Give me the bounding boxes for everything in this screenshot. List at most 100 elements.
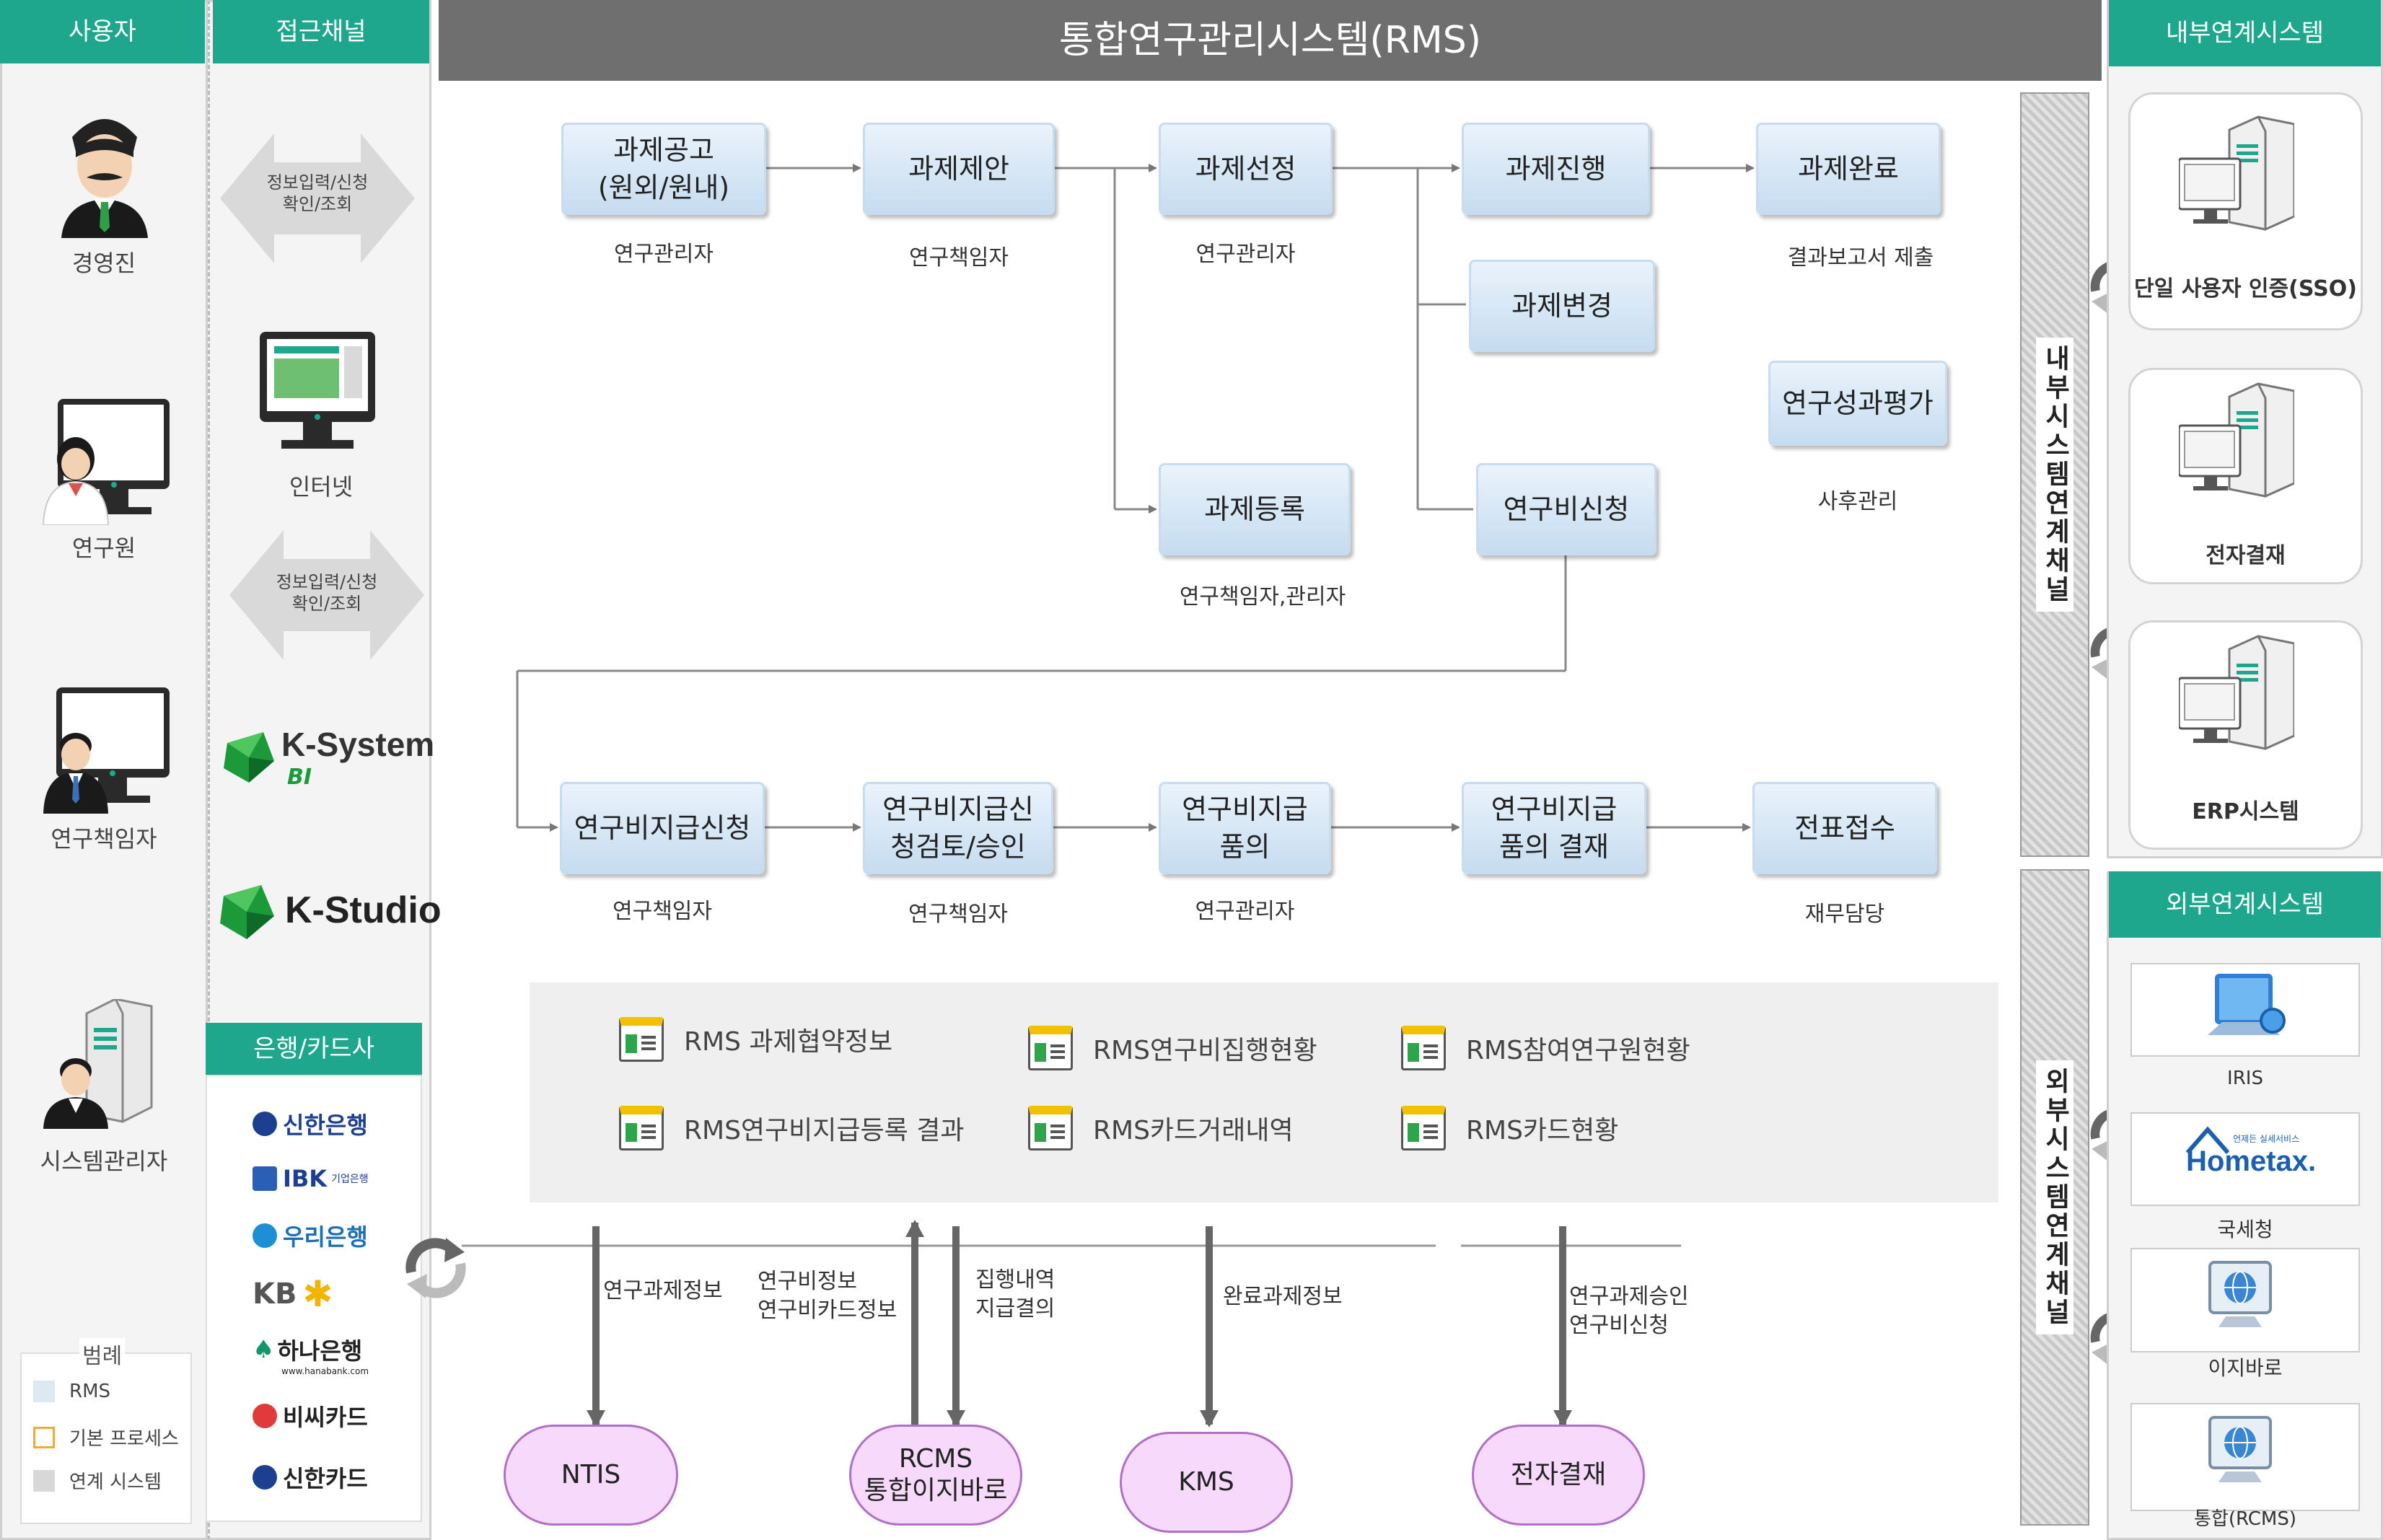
internal-systems-header: 내부연계시스템 [2109,0,2381,66]
proc-project-progress[interactable]: 과제진행 [1462,123,1650,215]
proc-project-proposal[interactable]: 과제제안 [863,123,1055,215]
proc-project-registration-role: 연구책임자,관리자 [1179,584,1346,610]
info-agreement[interactable]: RMS 과제협약정보 [619,1017,892,1062]
double-arrow-2 [229,530,424,660]
sys-iris-label: IRIS [2227,1068,2263,1089]
external-systems-header: 외부연계시스템 [2109,871,2381,938]
rcms-globe-icon [2204,1414,2276,1486]
legend-swatch-rms [33,1381,55,1402]
e-approval-pc-icon [2177,382,2296,498]
proc-fund-payment-approval[interactable]: 연구비지급 품의 결재 [1462,782,1646,874]
woori-logo-icon [253,1223,277,1248]
proc-project-selection-role: 연구관리자 [1195,242,1296,267]
bank-shinhan-card: 신한카드 [253,1461,368,1494]
hana-logo-icon: ♠ [253,1335,275,1364]
user-principal-investigator: 연구책임자 [51,825,157,853]
proc-voucher-receipt[interactable]: 전표접수 [1752,782,1937,874]
shinhan-logo-icon [253,1112,277,1136]
user-sysadmin: 시스템관리자 [40,1148,168,1175]
sys-hometax-box[interactable] [2130,1112,2360,1206]
rms-info-box [530,982,1998,1202]
proc-project-change[interactable]: 과제변경 [1469,260,1655,352]
bank-woori: 우리은행 [253,1219,368,1252]
bc-logo-icon [253,1404,277,1428]
proc-project-announcement[interactable]: 과제공고 (원외/원내) [561,123,766,215]
erp-pc-icon [2177,635,2296,750]
info-participants[interactable]: RMS참여연구원현황 [1401,1026,1690,1070]
info-card-status[interactable]: RMS카드현황 [1401,1106,1618,1150]
channel-arrow-2-label: 정보입력/신청 확인/조회 [276,572,378,614]
document-icon [1401,1106,1446,1150]
channels-header: 접근채널 [213,0,429,63]
internal-link-channel: 내부시스템연계채널 [2020,92,2089,857]
proc-fund-payment-request[interactable]: 연구비지급신청 [560,782,765,874]
users-header: 사용자 [0,0,205,63]
proc-project-proposal-role: 연구책임자 [909,245,1009,270]
kb-star-icon: ✱ [302,1273,333,1315]
document-icon [619,1106,664,1150]
user-executive: 경영진 [71,250,136,277]
main-title-bar [439,0,2102,81]
legend-item-rms: RMS [33,1381,110,1402]
proc-project-registration[interactable]: 과제등록 [1159,463,1351,555]
proc-project-completion-role: 결과보고서 제출 [1787,245,1934,270]
bank-shinhan: 신한은행 [253,1107,368,1140]
ezbaro-globe-icon [2204,1259,2276,1331]
double-arrow-1 [220,133,415,263]
document-icon [1028,1026,1073,1070]
ibk-logo-icon [253,1166,277,1191]
main-title: 통합연구관리시스템(RMS) [1058,19,1482,62]
ext-ntis[interactable]: NTIS [504,1425,678,1526]
proc-fund-payment-request-role: 연구책임자 [613,899,712,924]
kstudio-label: K-Studio [285,889,442,931]
user-researcher: 연구원 [71,534,136,562]
proc-research-evaluation[interactable]: 연구성과평가 [1768,361,1947,446]
proc-voucher-receipt-role: 재무담당 [1804,902,1885,927]
external-link-channel: 외부시스템연계채널 [2020,869,2089,1526]
document-icon [1028,1106,1073,1150]
info-fund-registration-result[interactable]: RMS연구비지급등록 결과 [619,1106,964,1150]
channel-arrow-1-label: 정보입력/신청 확인/조회 [266,172,369,214]
proc-project-completion[interactable]: 과제완료 [1756,123,1941,215]
sync-icon-banks [405,1238,466,1298]
internet-monitor-icon [256,328,379,454]
proc-research-fund-application[interactable]: 연구비신청 [1476,463,1656,555]
proc-research-evaluation-role: 사후관리 [1817,489,1898,514]
flow-label-execution: 집행내역 지급결의 [975,1267,1056,1321]
sys-rcms-label: 통합(RCMS) [2194,1508,2296,1530]
document-icon [619,1017,664,1062]
shinhancard-logo-icon [253,1465,277,1490]
proc-fund-payment-draft-role: 연구관리자 [1195,899,1295,924]
proc-project-announcement-role: 연구관리자 [614,242,714,267]
ksystem-label: K-System [281,726,435,763]
executive-icon [58,108,152,238]
banks-header: 은행/카드사 [206,1023,422,1075]
kstudio-logo-icon [216,881,278,943]
ksystem-bi-label: BI [287,765,312,790]
sys-e-approval-label: 전자결재 [2206,543,2286,568]
proc-fund-request-review-role: 연구책임자 [908,902,1008,927]
banks-panel [206,1075,422,1522]
flow-label-fund-info: 연구비정보 연구비카드정보 [758,1269,898,1323]
bank-bccard: 비씨카드 [253,1399,368,1433]
document-icon [1401,1026,1446,1070]
sys-hometax-label: 국세청 [2217,1218,2273,1241]
flow-label-approval: 연구과제승인 연구비신청 [1569,1284,1689,1338]
channel-internet: 인터넷 [289,473,354,501]
hometax-house-icon [2185,1125,2230,1154]
proc-fund-payment-draft[interactable]: 연구비지급 품의 [1159,782,1331,874]
ext-kms[interactable]: KMS [1120,1432,1293,1533]
flow-label-completed: 완료과제정보 [1223,1284,1343,1309]
legend-item-basic: 기본 프로세스 [33,1424,179,1451]
proc-fund-request-review[interactable]: 연구비지급신 청검토/승인 [863,782,1053,874]
bank-hana: ♠하나은행 www.hanabank.com [253,1335,369,1376]
ext-e-approval[interactable]: 전자결재 [1472,1425,1645,1526]
info-card-transactions[interactable]: RMS카드거래내역 [1028,1106,1294,1150]
proc-project-selection[interactable]: 과제선정 [1159,123,1333,215]
flow-label-project-info: 연구과제정보 [603,1278,723,1303]
ext-rcms[interactable]: RCMS 통합이지바로 [849,1425,1022,1526]
info-fund-execution[interactable]: RMS연구비집행현황 [1028,1026,1317,1070]
sysadmin-icon [43,998,166,1129]
